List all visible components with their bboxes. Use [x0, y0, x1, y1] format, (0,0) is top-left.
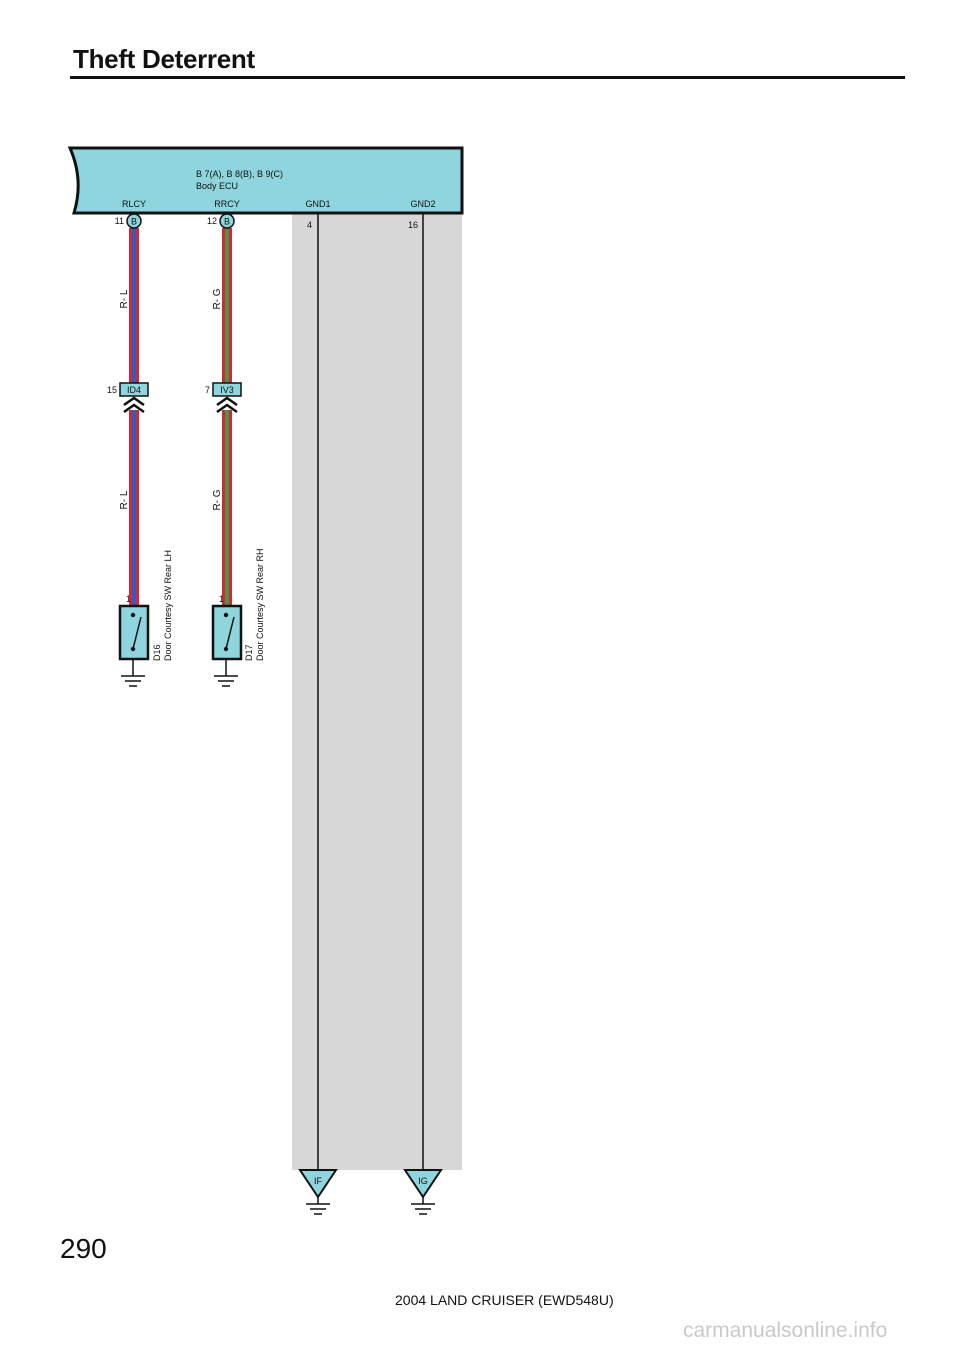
wire-left-upper	[129, 228, 139, 383]
switch-right-symbol	[211, 604, 243, 687]
switch-right-pin: 1	[219, 594, 224, 604]
page-title: Theft Deterrent	[73, 44, 255, 74]
terminal-gnd1-label: GND1	[305, 199, 330, 209]
junction-right-chevrons	[216, 396, 238, 414]
footer-model: 2004 LAND CRUISER (EWD548U)	[395, 1292, 614, 1308]
terminal-rrcy-label: RRCY	[214, 199, 240, 209]
wire-left-lower-label: R- L	[119, 490, 130, 509]
junction-left-code: ID4	[127, 385, 141, 395]
junction-right-box	[212, 382, 242, 397]
pin-gnd1-number: 4	[307, 220, 312, 230]
wire-right-lower	[222, 410, 232, 606]
ground-point-ig	[403, 1169, 443, 1215]
watermark-text: carmanualsonline.info	[683, 1319, 888, 1342]
pin-rrcy-connector-label: B	[224, 217, 230, 227]
pin-gnd2-number: 16	[408, 220, 418, 230]
terminal-gnd2-label: GND2	[410, 199, 435, 209]
switch-left-code: D16	[152, 644, 162, 661]
ecu-connectors-label: B 7(A), B 8(B), B 9(C)	[196, 169, 283, 179]
page-number: 290	[60, 1233, 107, 1264]
ground-point-if-label: IF	[314, 1176, 323, 1186]
body-ecu-box	[67, 146, 464, 215]
junction-right-code: IV3	[220, 385, 234, 395]
switch-left-pin: 1	[126, 594, 131, 604]
pin-rrcy-connector	[219, 213, 235, 229]
pin-rlcy-connector	[126, 213, 142, 229]
junction-left-pin: 15	[107, 385, 117, 395]
junction-left-chevrons	[123, 396, 145, 414]
pin-rlcy-number: 11	[115, 216, 124, 226]
terminal-rlcy-label: RLCY	[122, 199, 146, 209]
ecu-name-label: Body ECU	[196, 181, 238, 191]
switch-left-symbol	[118, 604, 150, 687]
junction-left-box	[119, 382, 149, 397]
ground-point-ig-label: IG	[418, 1176, 428, 1186]
wire-right-upper-label: R- G	[212, 288, 223, 309]
wire-right-lower-label: R- G	[212, 489, 223, 510]
wire-left-upper-label: R- L	[119, 289, 130, 308]
pin-rlcy-connector-label: B	[131, 217, 137, 227]
title-rule	[70, 76, 905, 79]
switch-right-name: Door Courtesy SW Rear RH	[255, 548, 265, 661]
ground-point-if	[298, 1169, 338, 1215]
junction-right-pin: 7	[205, 385, 210, 395]
ground-panel	[292, 213, 462, 1170]
pin-rrcy-number: 12	[207, 216, 217, 226]
switch-left-name: Door Courtesy SW Rear LH	[163, 550, 173, 661]
wire-right-upper	[222, 228, 232, 383]
switch-right-code: D17	[244, 644, 254, 661]
wire-left-lower	[129, 410, 139, 606]
